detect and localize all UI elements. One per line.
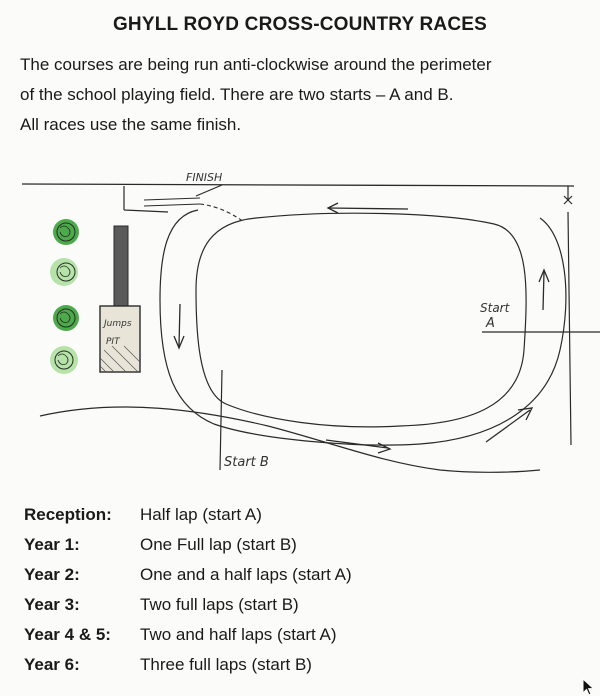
start-a-letter: A xyxy=(485,316,495,331)
finish-line-mark xyxy=(123,184,223,213)
start-b-line xyxy=(219,369,223,471)
race-label: Year 3: xyxy=(24,595,80,614)
arrow-left-down-icon xyxy=(173,303,185,350)
race-desc: Half lap (start A) xyxy=(140,505,262,524)
race-label: Reception: xyxy=(24,505,112,524)
race-desc: Two full laps (start B) xyxy=(140,595,299,614)
course-map: FINISH Start A Start B Jumps xyxy=(21,171,600,473)
tree-icon xyxy=(53,305,79,331)
race-list: Reception: Half lap (start A) Year 1: One … xyxy=(24,500,584,680)
race-row: Reception: Half lap (start A) xyxy=(24,500,584,530)
start-b-label: Start B xyxy=(224,455,269,470)
inner-track-oval xyxy=(195,212,527,428)
race-row: Year 6: Three full laps (start B) xyxy=(24,650,584,680)
outer-course-path xyxy=(159,209,567,446)
pit-hatching xyxy=(99,345,141,373)
race-label: Year 6: xyxy=(24,655,80,674)
tree-icon xyxy=(50,346,78,374)
race-label: Year 1: xyxy=(24,535,80,554)
race-desc: Two and half laps (start A) xyxy=(140,625,337,644)
field-bottom-boundary xyxy=(39,406,541,473)
intro-text: The courses are being run anti-clockwise… xyxy=(20,50,590,140)
field-right-boundary xyxy=(563,186,573,205)
page-title: GHYLL ROYD CROSS-COUNTRY RACES xyxy=(112,14,488,35)
field-top-boundary xyxy=(21,183,575,187)
finish-label: FINISH xyxy=(186,171,222,184)
race-desc: One and a half laps (start A) xyxy=(140,565,352,584)
jumps-pit-label: Jumps xyxy=(102,319,132,329)
intro-line: of the school playing field. There are t… xyxy=(20,85,454,104)
mouse-cursor-icon xyxy=(582,678,595,696)
field-right-edge xyxy=(567,211,572,446)
intro-line: All races use the same finish. xyxy=(20,115,242,134)
arrow-right-up-icon xyxy=(538,268,550,311)
jumps-runway xyxy=(113,225,129,307)
race-label: Year 4 & 5: xyxy=(24,625,111,644)
race-row: Year 1: One Full lap (start B) xyxy=(24,530,584,560)
intro-line: The courses are being run anti-clockwise… xyxy=(20,55,492,74)
tree-icon xyxy=(53,219,79,245)
race-desc: Three full laps (start B) xyxy=(140,655,312,674)
race-row: Year 4 & 5: Two and half laps (start A) xyxy=(24,620,584,650)
start-a-label: Start xyxy=(480,301,511,315)
arrow-top-left-icon xyxy=(326,202,409,214)
race-row: Year 2: One and a half laps (start A) xyxy=(24,560,584,590)
tree-icon xyxy=(50,258,78,286)
race-label: Year 2: xyxy=(24,565,80,584)
arrow-bottom-curve-icon xyxy=(485,407,534,443)
arrow-bottom-right-icon xyxy=(325,439,392,454)
finish-chute xyxy=(143,197,201,207)
race-desc: One Full lap (start B) xyxy=(140,535,297,554)
finish-approach-dashed xyxy=(199,203,245,223)
jumps-pit xyxy=(99,305,141,373)
race-row: Year 3: Two full laps (start B) xyxy=(24,590,584,620)
jumps-pit-label: PIT xyxy=(106,337,121,347)
